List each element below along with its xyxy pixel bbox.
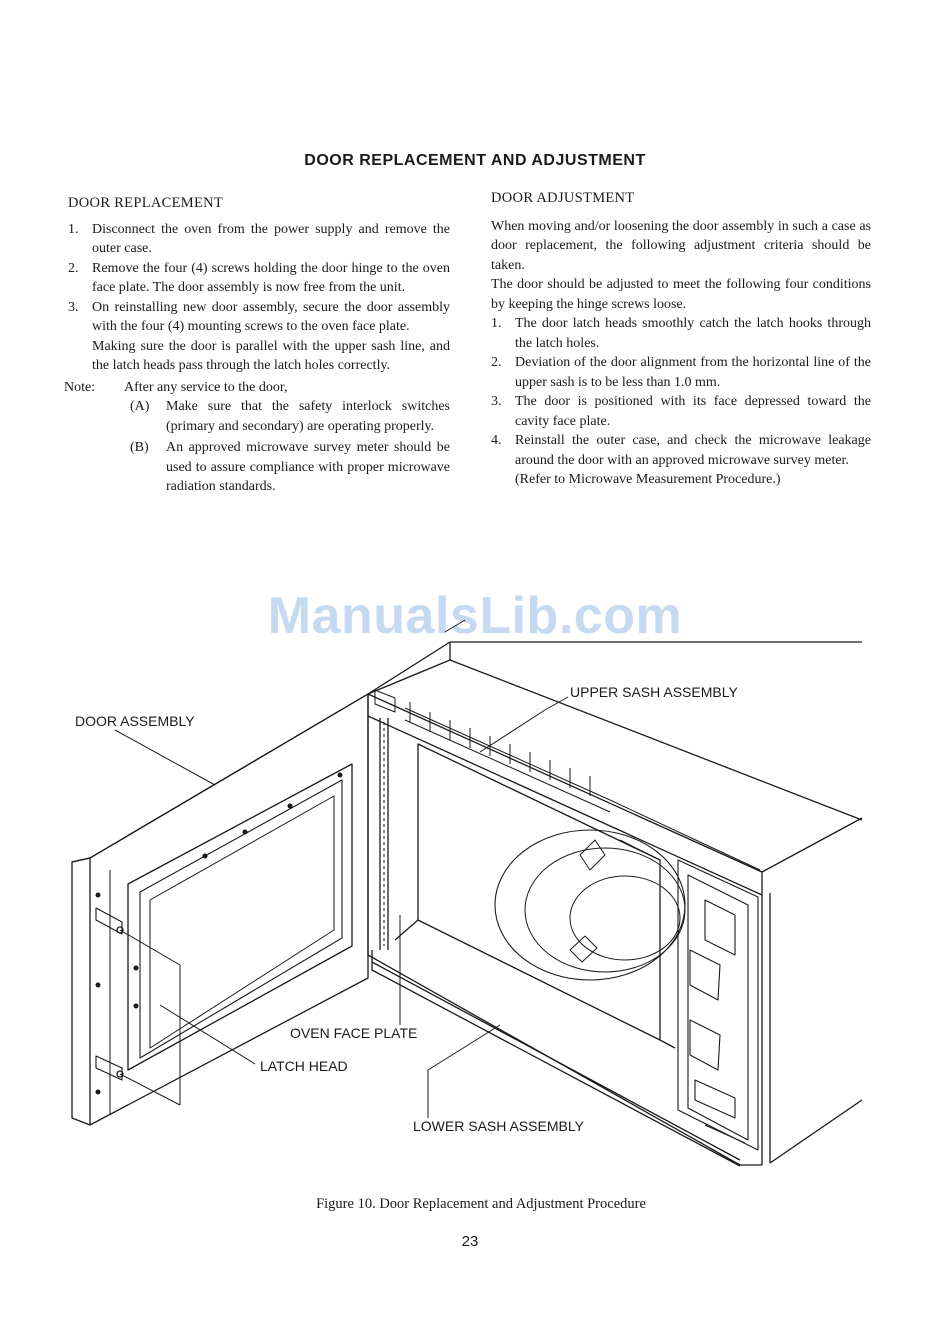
- oven-cavity: [394, 743, 686, 1049]
- figure-labels: DOOR ASSEMBLY UPPER SASH ASSEMBLY OVEN F…: [75, 684, 738, 1134]
- step-number: 3.: [491, 394, 502, 409]
- adjustment-conditions-intro: The door should be adjusted to meet the …: [491, 277, 871, 312]
- step-text: Deviation of the door alignment from the…: [515, 355, 871, 390]
- adjustment-step: 3. The door is positioned with its face …: [491, 392, 871, 431]
- adjustment-heading: DOOR ADJUSTMENT: [491, 190, 635, 206]
- replacement-step: 3. On reinstalling new door assembly, se…: [68, 298, 450, 376]
- adjustment-step: 2. Deviation of the door alignment from …: [491, 353, 871, 392]
- step-number: 2.: [491, 355, 502, 370]
- step-number: 4.: [491, 433, 502, 448]
- replacement-steps: 1. Disconnect the oven from the power su…: [68, 220, 450, 376]
- step-text: The door is positioned with its face dep…: [515, 394, 871, 429]
- step-number: 3.: [68, 299, 79, 315]
- page-title: DOOR REPLACEMENT AND ADJUSTMENT: [304, 152, 646, 169]
- door-figure: DOOR ASSEMBLY UPPER SASH ASSEMBLY OVEN F…: [71, 619, 863, 1167]
- step-number: 2.: [68, 260, 79, 276]
- note-intro: After any service to the door,: [124, 379, 288, 395]
- note-item-text: Make sure that the safety interlock swit…: [166, 399, 450, 434]
- note-label: Note:: [64, 379, 96, 395]
- oven-cabinet: [367, 641, 863, 1166]
- step-text: On reinstalling new door assembly, secur…: [92, 299, 450, 335]
- step-text: Reinstall the outer case, and check the …: [515, 433, 871, 468]
- step-number: 1.: [68, 221, 79, 237]
- note-item: (B) An approved microwave survey meter s…: [130, 438, 450, 497]
- step-text: The door latch heads smoothly catch the …: [515, 316, 871, 351]
- step-text: Remove the four (4) screws holding the d…: [92, 260, 450, 296]
- step-extra-text: (Refer to Microwave Measurement Procedur…: [515, 472, 781, 487]
- door-assembly-drawing: [71, 693, 369, 1126]
- replacement-step: 1. Disconnect the oven from the power su…: [68, 220, 450, 259]
- lower-sash: [371, 950, 741, 1167]
- step-extra-text: Making sure the door is parallel with th…: [92, 338, 450, 374]
- door-adjustment-section: DOOR ADJUSTMENT When moving and/or loose…: [491, 189, 871, 490]
- step-number: 1.: [491, 316, 502, 331]
- adjustment-step: 1. The door latch heads smoothly catch t…: [491, 314, 871, 353]
- adjustment-intro: When moving and/or loosening the door as…: [491, 218, 871, 273]
- note-item-text: An approved microwave survey meter shoul…: [166, 440, 450, 494]
- adjustment-step: 4. Reinstall the outer case, and check t…: [491, 431, 871, 490]
- replacement-step: 2. Remove the four (4) screws holding th…: [68, 259, 450, 298]
- adjustment-steps: 1. The door latch heads smoothly catch t…: [491, 314, 871, 490]
- upper-sash-label: UPPER SASH ASSEMBLY: [570, 684, 738, 700]
- replacement-heading: DOOR REPLACEMENT: [68, 195, 224, 211]
- service-note: Note: After any service to the door, (A) …: [64, 378, 450, 497]
- note-item-letter: (A): [130, 399, 150, 414]
- oven-face-plate-label: OVEN FACE PLATE: [290, 1025, 417, 1041]
- door-assembly-label: DOOR ASSEMBLY: [75, 713, 195, 729]
- door-replacement-section: DOOR REPLACEMENT 1. Disconnect the oven …: [64, 194, 450, 497]
- page-number: 23: [461, 1233, 479, 1250]
- figure-caption: Figure 10. Door Replacement and Adjustme…: [316, 1196, 646, 1212]
- latch-head-label: LATCH HEAD: [260, 1058, 348, 1074]
- note-item: (A) Make sure that the safety interlock …: [130, 397, 450, 436]
- watermark: ManualsLib.com: [267, 587, 683, 645]
- upper-sash-vents: [374, 689, 761, 871]
- latch-panel: [677, 859, 759, 1151]
- label-leaders: [114, 619, 569, 1118]
- step-text: Disconnect the oven from the power suppl…: [92, 221, 450, 257]
- lower-sash-label: LOWER SASH ASSEMBLY: [413, 1118, 585, 1134]
- note-item-letter: (B): [130, 440, 149, 455]
